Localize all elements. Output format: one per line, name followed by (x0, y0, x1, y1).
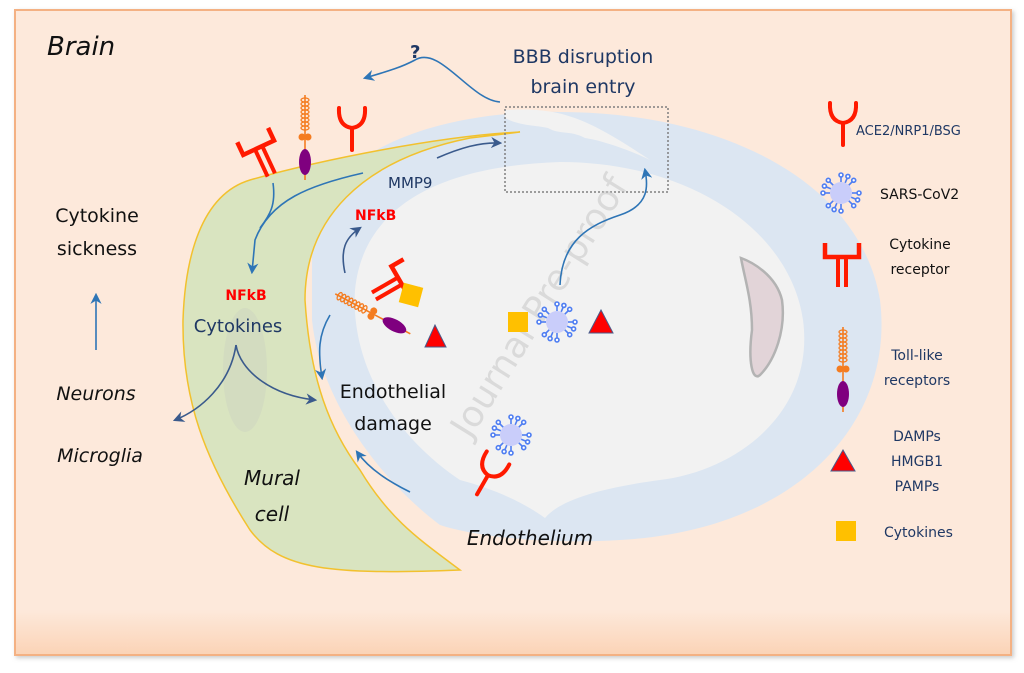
cytokine-sickness-line2: sickness (57, 238, 137, 260)
legend: ACE2/NRP1/BSG SARS-CoV2 Cytokine recepto… (820, 101, 961, 541)
arrow-to-endothelial-damage-left (315, 314, 331, 381)
legend-label-ace2: ACE2/NRP1/BSG (856, 124, 961, 139)
legend-label-damps-line3: PAMPs (895, 479, 940, 495)
endothelial-damage-line2: damage (354, 413, 432, 435)
endothelial-bound-cytokine-icon (398, 282, 424, 308)
legend-label-cytokine-receptor-line1: Cytokine (889, 237, 951, 253)
legend-label-cytokines: Cytokines (884, 525, 953, 541)
mural-nfkb-label: NFkB (225, 288, 266, 304)
legend-item-cytokines: Cytokines (836, 521, 953, 541)
brain-entry-label: brain entry (530, 76, 635, 98)
arrow-cytokines-to-neurons (172, 344, 237, 422)
vessel-lumen (354, 162, 805, 518)
mural-cell-line1: Mural (244, 466, 300, 490)
bbb-disruption-label: BBB disruption (513, 46, 654, 68)
sars-cov2-virus-icon (820, 172, 862, 214)
toll-like-receptor-icon (835, 326, 851, 413)
endothelial-nucleus (739, 256, 785, 378)
arrow-to-endothelial-nfkb (342, 226, 362, 274)
endothelium-label: Endothelium (467, 526, 593, 550)
cytokine-square-icon (836, 521, 856, 541)
arrow-mmp9-to-bbb (436, 136, 503, 159)
bbb-disruption-box (504, 106, 669, 193)
legend-item-sars-cov2: SARS-CoV2 (820, 172, 959, 214)
mural-cell-line2: cell (255, 502, 290, 526)
title-brain: Brain (47, 32, 115, 62)
mural-cell (182, 131, 521, 573)
legend-item-toll-like: Toll-like receptors (835, 326, 950, 413)
mmp9-label: MMP9 (388, 174, 432, 192)
legend-label-cytokine-receptor-line2: receptor (890, 262, 949, 278)
bbb-rupture (505, 109, 650, 160)
legend-label-toll-like-line2: receptors (884, 373, 950, 389)
arrow-bbb-to-mural (362, 56, 501, 103)
arrow-virus-to-bbb (559, 167, 653, 286)
endothelial-bound-damp-icon (424, 323, 447, 348)
legend-label-sars-cov2: SARS-CoV2 (880, 187, 959, 203)
legend-label-damps-line1: DAMPs (893, 429, 941, 445)
mural-cytokines-label: Cytokines (194, 316, 283, 337)
bound-virus-icon (490, 414, 532, 456)
arrow-cytoreceptor-branch (259, 182, 275, 229)
legend-item-damps: DAMPs HMGB1 PAMPs (830, 429, 943, 495)
damp-triangle-icon (830, 448, 856, 472)
mural-toll-like-receptor-icon (297, 94, 313, 181)
microglia-label: Microglia (57, 445, 143, 467)
legend-label-toll-like-line1: Toll-like (890, 348, 943, 364)
endothelial-damage-line1: Endothelial (340, 381, 446, 403)
arrow-endothelium-to-damage (355, 450, 411, 493)
question-mark: ? (410, 42, 420, 63)
lumen-damp-icon (588, 308, 614, 334)
legend-item-cytokine-receptor: Cytokine receptor (825, 237, 951, 287)
arrow-to-mural-nfkb (247, 172, 364, 275)
endothelial-nfkb-label: NFkB (355, 208, 396, 224)
neurons-label: Neurons (56, 383, 135, 405)
cytokine-sickness-line1: Cytokine (55, 205, 139, 227)
mural-nucleus (223, 308, 267, 432)
lumen-virus-icon (536, 301, 578, 343)
legend-item-ace2: ACE2/NRP1/BSG (827, 101, 961, 147)
lumen-cytokine-icon (508, 312, 528, 332)
legend-label-damps-line2: HMGB1 (891, 454, 943, 470)
arrow-cytokines-to-damage (235, 344, 318, 405)
